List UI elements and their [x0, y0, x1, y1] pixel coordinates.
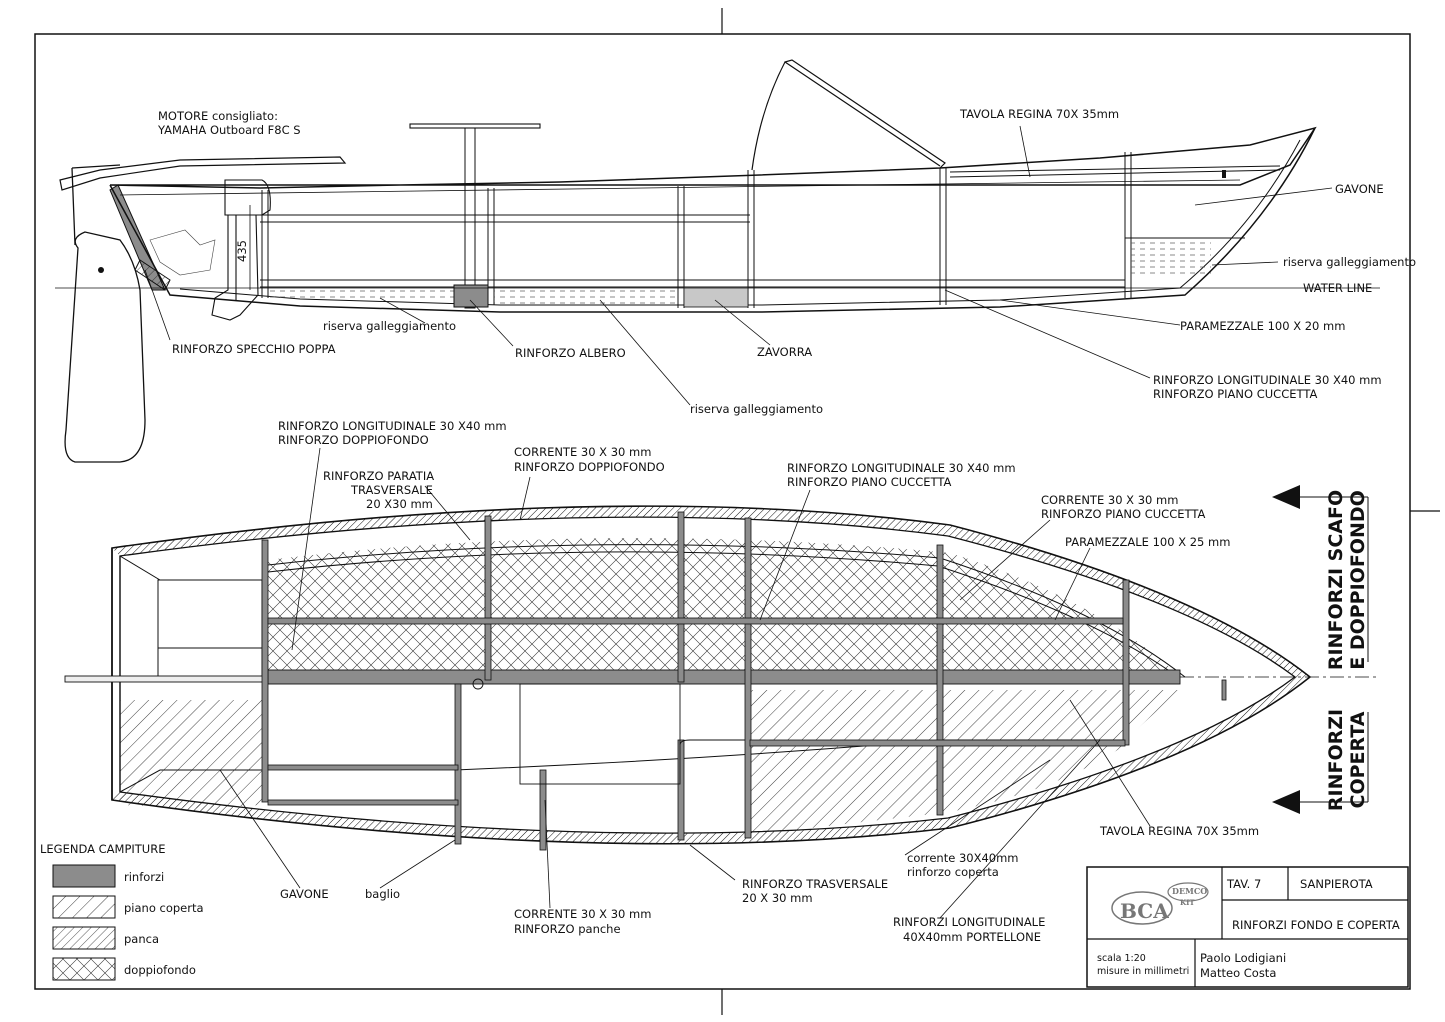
title-tav: TAV. 7: [1226, 877, 1261, 891]
title-scale: scala 1:20: [1097, 953, 1146, 964]
legend-label-rinforzi: rinforzi: [124, 870, 164, 884]
logo-text-kit: KIT: [1180, 898, 1195, 907]
label-water-line: WATER LINE: [1303, 281, 1372, 295]
label-rinforzi-coperta-1: RINFORZI: [1325, 709, 1347, 811]
bca-logo: BCA DEMCO KIT: [1111, 882, 1209, 925]
arrow-left-icon-bottom: [1272, 790, 1300, 814]
label-tavola-regina-plan: TAVOLA REGINA 70X 35mm: [1099, 824, 1259, 838]
hull-inner: [179, 139, 1301, 306]
label-paramezzale-plan: PARAMEZZALE 100 X 25 mm: [1065, 535, 1230, 549]
title-boat: SANPIEROTA: [1300, 877, 1373, 891]
rudder: [64, 231, 146, 463]
label-rinforzi-long-1: RINFORZI LONGITUDINALE: [893, 915, 1045, 929]
label-rinforzi-scafo-2: E DOPPIOFONDO: [1347, 490, 1369, 670]
plan-view: RINFORZO LONGITUDINALE 30 X40 mm RINFORZ…: [64, 419, 1380, 944]
tiller: [59, 156, 347, 191]
mast-reinforcement: [453, 284, 489, 308]
legend: LEGENDA CAMPITURE rinforzi piano coperta…: [40, 842, 204, 981]
label-riserva-mid: riserva galleggiamento: [690, 402, 823, 416]
label-gavone-profile: GAVONE: [1335, 182, 1384, 196]
label-corrente-doppiofondo-2: RINFORZO DOPPIOFONDO: [514, 460, 665, 474]
rudder-pintle: [98, 267, 104, 273]
profile-view: 435 MOTORE consigliato: YAMAHA Outboard …: [55, 59, 1416, 463]
motor-title: MOTORE consigliato:: [158, 109, 278, 123]
label-zavorra: ZAVORRA: [757, 345, 812, 359]
doppiofondo-area: [268, 538, 1180, 677]
label-corrente-panche-1: CORRENTE 30 X 30 mm: [514, 907, 651, 921]
label-baglio: baglio: [365, 887, 400, 901]
label-rinforzo-long-2: RINFORZO PIANO CUCCETTA: [1153, 387, 1317, 401]
label-corrente-coperta-2: rinforzo coperta: [907, 865, 999, 879]
ballast: [683, 286, 749, 308]
legend-label-piano-coperta: piano coperta: [124, 901, 204, 915]
label-paratia-3: 20 X30 mm: [366, 497, 433, 511]
label-trasversale-2: 20 X 30 mm: [742, 891, 813, 905]
legend-swatch-doppiofondo: [52, 957, 116, 981]
label-tavola-regina-profile: TAVOLA REGINA 70X 35mm: [959, 107, 1119, 121]
label-corrente-coperta-1: corrente 30X40mm: [907, 851, 1019, 865]
label-rinforzi-long-2: 40X40mm PORTELLONE: [903, 930, 1041, 944]
label-riserva-bow: riserva galleggiamento: [1283, 255, 1416, 269]
title-block: BCA DEMCO KIT TAV. 7 SANPIEROTA RINFORZI…: [1086, 866, 1409, 988]
legend-swatch-piano-coperta: [52, 895, 116, 919]
label-paratia-1: RINFORZO PARATIA: [323, 469, 434, 483]
label-trasversale-1: RINFORZO TRASVERSALE: [742, 877, 888, 891]
logo-text-top: DEMCO: [1172, 886, 1207, 896]
label-gavone-plan: GAVONE: [280, 887, 329, 901]
label-corrente-cuccetta-1: CORRENTE 30 X 30 mm: [1041, 493, 1178, 507]
title-author-1: Paolo Lodigiani: [1200, 951, 1286, 965]
label-specchio-poppa: RINFORZO SPECCHIO POPPA: [172, 342, 336, 356]
motor-model: YAMAHA Outboard F8C S: [157, 123, 301, 137]
label-rinforzo-albero: RINFORZO ALBERO: [515, 346, 626, 360]
legend-title: LEGENDA CAMPITURE: [40, 842, 165, 856]
outboard-motor: [149, 179, 271, 321]
label-rl-cuccetta-1: RINFORZO LONGITUDINALE 30 X40 mm: [787, 461, 1016, 475]
dimension-435: 435: [235, 240, 249, 262]
title-author-2: Matteo Costa: [1200, 966, 1276, 980]
label-rl-cuccetta-2: RINFORZO PIANO CUCCETTA: [787, 475, 951, 489]
side-labels: RINFORZI SCAFO E DOPPIOFONDO RINFORZI CO…: [1272, 485, 1369, 814]
label-riserva-stern: riserva galleggiamento: [323, 319, 456, 333]
sheet-frame: [34, 8, 1440, 1015]
label-rl-doppiofondo-1: RINFORZO LONGITUDINALE 30 X40 mm: [278, 419, 507, 433]
paramezzale-bar: [267, 669, 1181, 685]
label-corrente-panche-2: RINFORZO panche: [514, 922, 621, 936]
label-corrente-cuccetta-2: RINFORZO PIANO CUCCETTA: [1041, 507, 1205, 521]
legend-swatch-rinforzi: [52, 864, 116, 888]
logo-text-main: BCA: [1120, 899, 1169, 923]
legend-swatch-panca: [52, 926, 116, 950]
legend-label-panca: panca: [124, 932, 159, 946]
label-rl-doppiofondo-2: RINFORZO DOPPIOFONDO: [278, 433, 429, 447]
sheer-line: [109, 126, 1317, 189]
title-units: misure in millimetri: [1097, 966, 1189, 977]
legend-label-doppiofondo: doppiofondo: [124, 963, 196, 977]
title-drawing: RINFORZI FONDO E COPERTA: [1232, 918, 1400, 932]
label-rinforzi-coperta-2: COPERTA: [1347, 711, 1369, 808]
label-rinforzi-scafo-1: RINFORZI SCAFO: [1325, 490, 1347, 670]
label-rinforzo-long-1: RINFORZO LONGITUDINALE 30 X40 mm: [1153, 373, 1382, 387]
arrow-left-icon-top: [1272, 485, 1300, 509]
portellone: [751, 61, 941, 171]
hull-bottom: [109, 127, 1316, 313]
label-corrente-doppiofondo-1: CORRENTE 30 X 30 mm: [514, 445, 651, 459]
label-paramezzale-profile: PARAMEZZALE 100 X 20 mm: [1180, 319, 1345, 333]
label-paratia-2: TRASVERSALE: [350, 483, 433, 497]
